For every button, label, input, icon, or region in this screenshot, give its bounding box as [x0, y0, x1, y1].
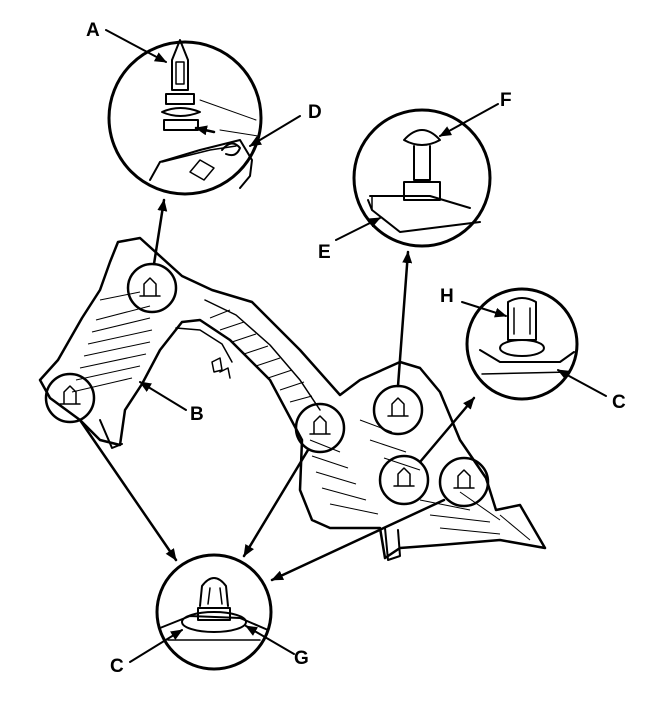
- detail-circle-clip-f: [352, 108, 492, 248]
- clip-location-4: [372, 384, 424, 436]
- label-f: F: [500, 90, 512, 111]
- arrow-left-clip-to-detail-g: [78, 418, 178, 562]
- trim-panel: [38, 236, 547, 561]
- clip-g-icon: [181, 577, 247, 633]
- label-c-bottom: C: [110, 656, 124, 677]
- clip-h-icon: [499, 297, 545, 357]
- clip-a-icon: [161, 39, 201, 131]
- arrow-to-detail-h: [418, 396, 476, 464]
- detail-circle-clip-a: [107, 39, 263, 196]
- label-c-right: C: [612, 392, 626, 413]
- arrow-to-detail-a: [152, 198, 168, 266]
- label-leaders: [105, 29, 607, 663]
- label-b: B: [190, 404, 204, 425]
- label-e: E: [318, 242, 331, 263]
- arrow-right-clip-to-detail-g: [270, 498, 446, 582]
- panel-clip-locations: [44, 262, 490, 508]
- label-d: D: [308, 102, 322, 123]
- arrow-to-detail-f: [396, 250, 413, 388]
- label-a: A: [86, 20, 100, 41]
- label-g: G: [294, 648, 309, 669]
- clip-location-6: [438, 456, 490, 508]
- clip-f-icon: [403, 129, 441, 201]
- label-h: H: [440, 286, 454, 307]
- clip-location-5: [378, 454, 430, 506]
- detail-circle-clip-h: [465, 287, 579, 401]
- connection-arrows: [78, 198, 476, 582]
- clip-location-3: [294, 402, 346, 454]
- detail-circle-clip-g: [155, 553, 273, 671]
- arrow-center-clip-to-detail-g: [242, 448, 310, 558]
- clip-location-1: [126, 262, 178, 314]
- clip-location-2: [44, 372, 96, 424]
